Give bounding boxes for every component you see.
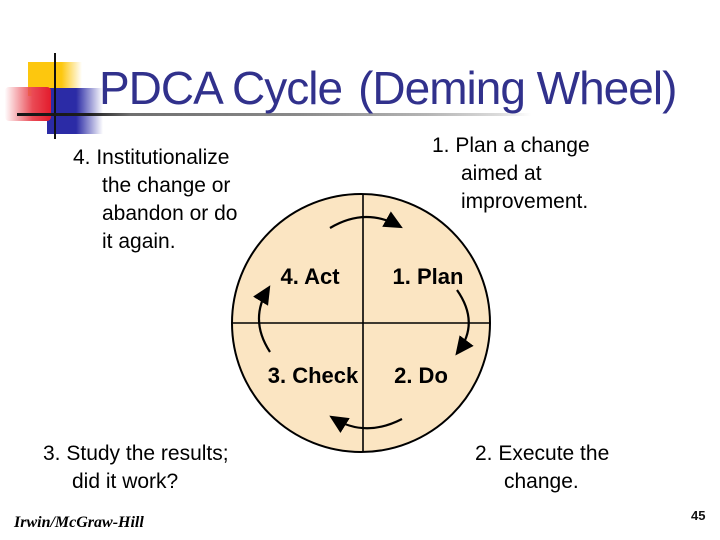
page-title: PDCA Cycle (Deming Wheel) xyxy=(99,62,677,114)
quadrant-label-plan: 1. Plan xyxy=(392,264,464,289)
text-line: abandon or do xyxy=(102,202,238,225)
page-title-subtitle: (Deming Wheel) xyxy=(358,62,677,114)
quadrant-label-check: 3. Check xyxy=(267,363,359,388)
pdca-wheel-diagram xyxy=(231,193,491,453)
text-block-plan-change: 1. Plan a change aimed at improvement. xyxy=(432,132,590,216)
text-line: it again. xyxy=(102,230,176,253)
text-line: the change or xyxy=(102,174,231,197)
text-line: change. xyxy=(504,470,579,493)
text-block-execute-change: 2. Execute the change. xyxy=(475,440,609,496)
clockwise-arrow-left-icon xyxy=(253,285,271,353)
text-block-institutionalize: 4. Institutionalize the change or abando… xyxy=(73,144,237,256)
text-line: 3. Study the results; xyxy=(43,442,229,465)
text-line: improvement. xyxy=(461,190,589,213)
quadrant-label-act: 4. Act xyxy=(280,264,340,289)
text-line: did it work? xyxy=(72,470,179,493)
logo-blue-square xyxy=(47,88,103,134)
text-line: 4. Institutionalize xyxy=(73,146,230,169)
logo-crosshair-vertical-line xyxy=(54,53,56,139)
quadrant-label-do: 2. Do xyxy=(394,363,448,388)
text-line: aimed at xyxy=(461,162,542,185)
clockwise-arrow-top-icon xyxy=(329,211,403,229)
page-title-main: PDCA Cycle xyxy=(99,62,343,114)
text-block-study-results: 3. Study the results; did it work? xyxy=(43,440,229,496)
text-line: 1. Plan a change xyxy=(432,134,590,157)
clockwise-arrow-bottom-icon xyxy=(329,415,403,434)
footer-publisher: Irwin/McGraw-Hill xyxy=(14,514,144,531)
text-line: 2. Execute the xyxy=(475,442,610,465)
title-underline-rule xyxy=(17,113,531,116)
clockwise-arrow-right-icon xyxy=(455,289,474,356)
slide-page-number: 45 xyxy=(691,508,706,523)
